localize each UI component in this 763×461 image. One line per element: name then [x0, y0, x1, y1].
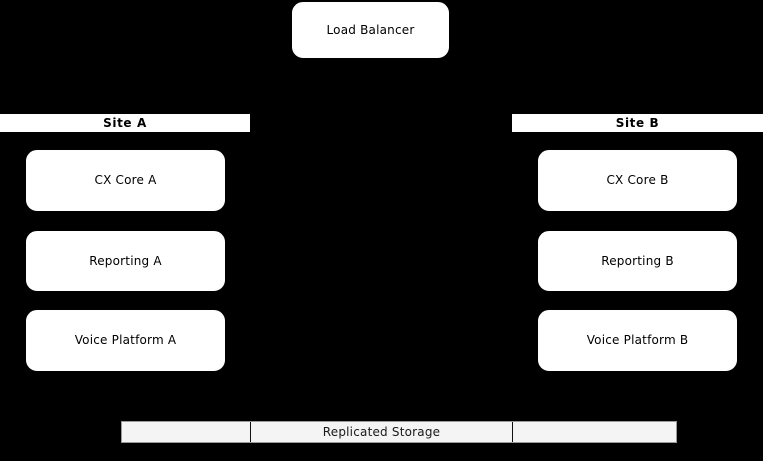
node-load-balancer[interactable]: Load Balancer [292, 2, 449, 58]
storage-segment-left [122, 422, 251, 442]
node-reporting-a[interactable]: Reporting A [26, 231, 225, 291]
site-header-a: Site A [0, 114, 250, 132]
node-voice-platform-a-label: Voice Platform A [74, 333, 177, 348]
node-load-balancer-label: Load Balancer [326, 22, 415, 37]
node-voice-platform-b-label: Voice Platform B [586, 333, 689, 348]
node-cx-core-a[interactable]: CX Core A [26, 150, 225, 211]
site-header-a-label: Site A [103, 116, 147, 130]
node-voice-platform-a[interactable]: Voice Platform A [26, 310, 225, 371]
node-cx-core-b[interactable]: CX Core B [538, 150, 737, 211]
node-reporting-b-label: Reporting B [601, 253, 674, 268]
storage-segment-right [513, 422, 676, 442]
site-header-b: Site B [512, 114, 763, 132]
node-voice-platform-b[interactable]: Voice Platform B [538, 310, 737, 371]
node-cx-core-a-label: CX Core A [94, 173, 157, 188]
site-header-b-label: Site B [615, 116, 660, 130]
node-reporting-a-label: Reporting A [89, 253, 162, 268]
storage-segment-middle: Replicated Storage [251, 422, 513, 442]
node-reporting-b[interactable]: Reporting B [538, 231, 737, 291]
node-replicated-storage[interactable]: Replicated Storage [121, 421, 677, 443]
node-replicated-storage-label: Replicated Storage [322, 425, 441, 439]
node-cx-core-b-label: CX Core B [606, 173, 669, 188]
